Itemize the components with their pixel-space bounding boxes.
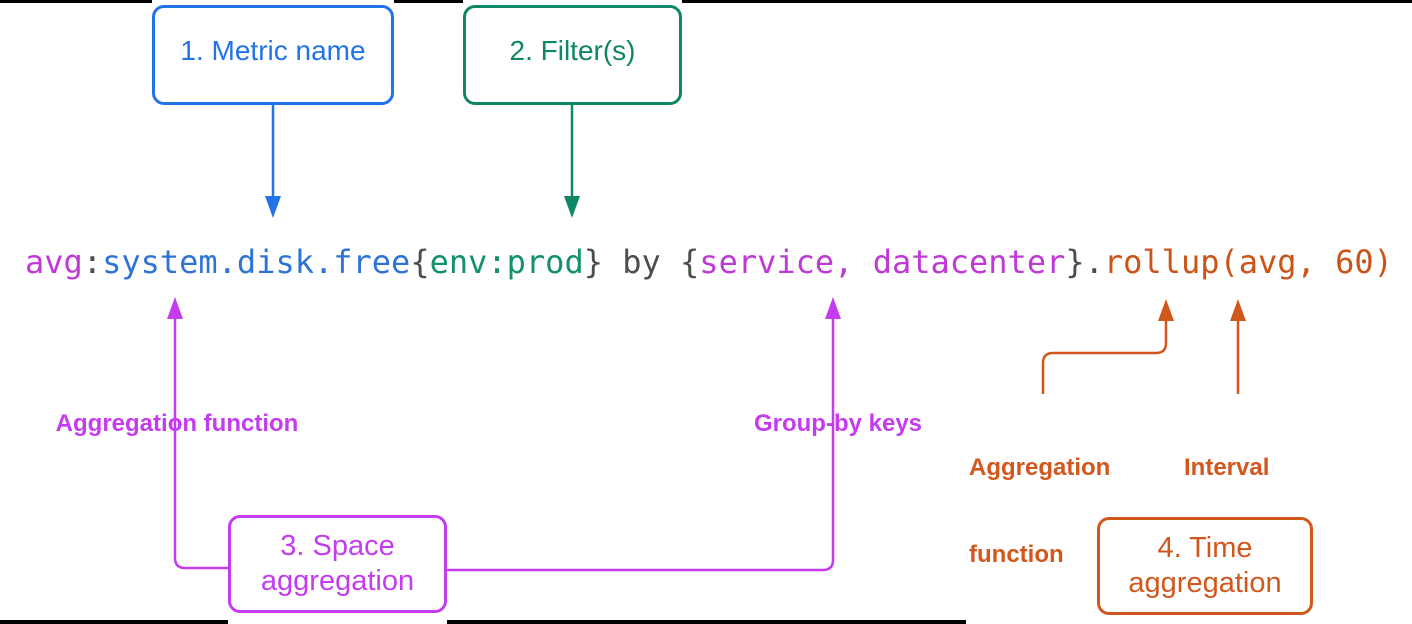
query-open-brace-2: { — [680, 243, 700, 281]
time-aggregation-label-line1: 4. Time — [1157, 532, 1253, 564]
metric-name-callout-label: 1. Metric name — [180, 35, 366, 66]
query-open-brace: { — [410, 243, 430, 281]
query-metric-name: system.disk.free — [102, 243, 411, 281]
space-aggregation-callout: 3. Space aggregation — [228, 515, 447, 613]
query-colon: : — [82, 243, 103, 281]
metric-query-text: avg:system.disk.free{env:prod} by {servi… — [25, 244, 1393, 280]
query-group-by-keys: service, datacenter — [699, 243, 1066, 281]
time-agg-function-label: Aggregation function — [966, 394, 1114, 624]
interval-arrowhead-icon — [1230, 299, 1246, 321]
group-by-keys-label: Group-by keys — [753, 410, 923, 437]
interval-label-line1: Interval — [1184, 454, 1270, 481]
bottom-crop-bar-left — [0, 620, 228, 624]
query-close-brace: } — [583, 243, 603, 281]
metric-arrowhead-icon — [265, 196, 281, 218]
filters-callout: 2. Filter(s) — [463, 5, 682, 105]
group-by-line — [447, 315, 835, 572]
top-crop-bar-middle — [394, 0, 463, 3]
query-dot: . — [1084, 243, 1104, 281]
space-agg-function-line — [173, 315, 228, 570]
space-agg-function-label: Aggregation function — [55, 410, 299, 437]
time-agg-arrowhead-icon — [1158, 299, 1174, 321]
space-aggregation-label-line1: 3. Space — [280, 530, 395, 562]
space-aggregation-label-line2: aggregation — [260, 565, 415, 597]
top-crop-bar-left — [0, 0, 152, 3]
group-by-arrowhead-icon — [825, 297, 841, 319]
filters-callout-label: 2. Filter(s) — [509, 35, 636, 66]
query-close-brace-2: } — [1065, 243, 1085, 281]
time-agg-function-label-line1: Aggregation — [969, 454, 1111, 481]
query-filter: env:prod — [429, 243, 584, 281]
query-rollup-call: rollup(avg, 60) — [1103, 243, 1393, 281]
time-aggregation-label-line2: aggregation — [1128, 567, 1282, 599]
time-aggregation-callout: 4. Time aggregation — [1097, 517, 1313, 615]
top-crop-bar-right — [682, 0, 1412, 3]
query-by-keyword: by — [602, 243, 681, 281]
metric-name-callout: 1. Metric name — [152, 5, 394, 105]
filter-arrowhead-icon — [564, 196, 580, 218]
time-agg-function-label-line2: function — [969, 541, 1064, 568]
bottom-crop-bar-middle — [447, 620, 1097, 624]
space-agg-arrowhead-icon — [167, 297, 183, 319]
query-space-aggregator: avg — [25, 243, 83, 281]
